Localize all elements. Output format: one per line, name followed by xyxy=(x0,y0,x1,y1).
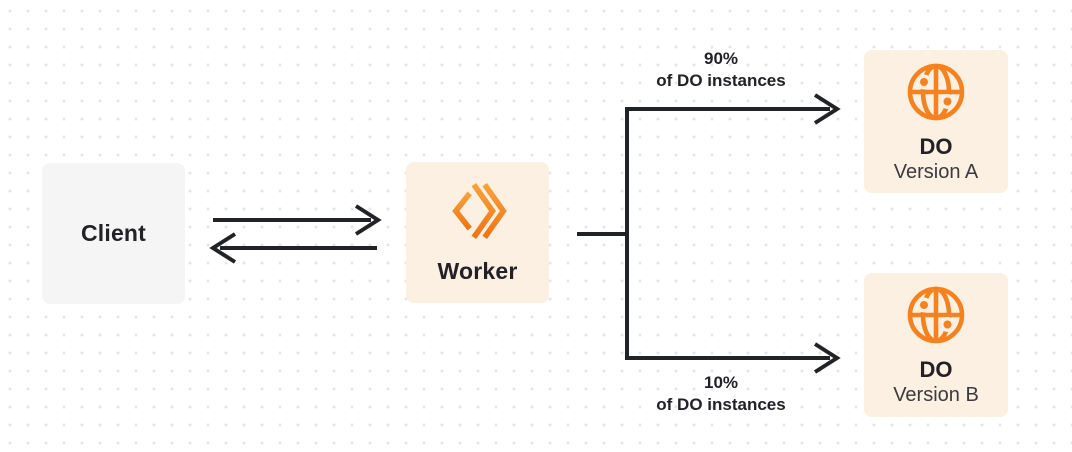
edge-percent: 10% xyxy=(703,373,739,392)
edge-label-90-percent: 90% of DO instances xyxy=(601,48,841,92)
arrowhead-to-do-a-icon xyxy=(813,93,841,125)
do-version-a-node: DO Version A xyxy=(864,50,1008,193)
do-b-subtitle: Version B xyxy=(893,384,979,406)
arrowhead-to-do-b-icon xyxy=(813,342,841,374)
globe-icon xyxy=(904,283,968,347)
do-a-title: DO xyxy=(919,133,953,159)
worker-label: Worker xyxy=(437,258,518,284)
arrowhead-right-icon xyxy=(354,204,382,236)
worker-node: Worker xyxy=(406,162,549,303)
do-version-b-node: DO Version B xyxy=(864,273,1008,417)
globe-icon xyxy=(904,60,968,124)
arrowhead-left-icon xyxy=(209,232,237,264)
do-a-subtitle: Version A xyxy=(893,160,979,183)
workers-icon xyxy=(447,180,509,242)
client-node: Client xyxy=(42,163,185,304)
edge-percent: 90% xyxy=(703,49,739,68)
do-b-title: DO xyxy=(919,357,953,382)
edge-label-10-percent: 10% of DO instances xyxy=(601,372,841,416)
edge-caption: of DO instances xyxy=(656,395,786,414)
edge-caption: of DO instances xyxy=(656,71,786,90)
branch-elbow xyxy=(625,107,830,360)
client-label: Client xyxy=(80,220,147,246)
